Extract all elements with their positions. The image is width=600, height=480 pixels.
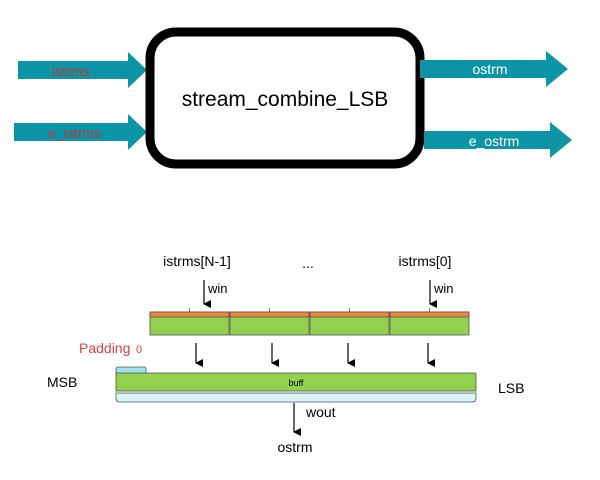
output-label-e-ostrm: e_ostrm	[469, 133, 520, 149]
stream-combine-block	[145, 27, 425, 169]
stream-label-n-minus-1: istrms[N-1]	[163, 253, 231, 269]
input-label-e-istrms: e_istrms	[48, 125, 101, 141]
padding-value: 0	[136, 344, 142, 356]
ellipsis-label: ...	[302, 255, 314, 271]
output-arrow-e-ostrm: e_ostrm	[424, 122, 572, 158]
padding-label: Padding	[79, 340, 130, 356]
wout-bracket	[115, 392, 477, 403]
input-arrow-istrms: istrms	[18, 52, 147, 88]
win-label-right: win	[433, 281, 454, 296]
input-segment-2	[229, 308, 310, 336]
win-label-left: win	[207, 281, 228, 296]
lsb-label: LSB	[498, 380, 524, 396]
msb-label: MSB	[47, 374, 77, 390]
input-segment-3	[309, 308, 390, 336]
input-segment-4	[389, 308, 470, 336]
buff-label: buff	[289, 378, 304, 388]
input-segment-1	[149, 308, 230, 336]
output-label-ostrm: ostrm	[473, 61, 508, 77]
block-title: stream_combine_LSB	[182, 88, 389, 111]
buff-bar	[115, 372, 477, 392]
input-arrow-e-istrms: e_istrms	[14, 114, 147, 150]
ostrm-output-label: ostrm	[278, 439, 313, 455]
wout-label: wout	[305, 404, 336, 420]
input-label-istrms: istrms	[52, 63, 89, 79]
output-arrow-ostrm: ostrm	[420, 51, 568, 87]
stream-label-0: istrms[0]	[399, 253, 452, 269]
